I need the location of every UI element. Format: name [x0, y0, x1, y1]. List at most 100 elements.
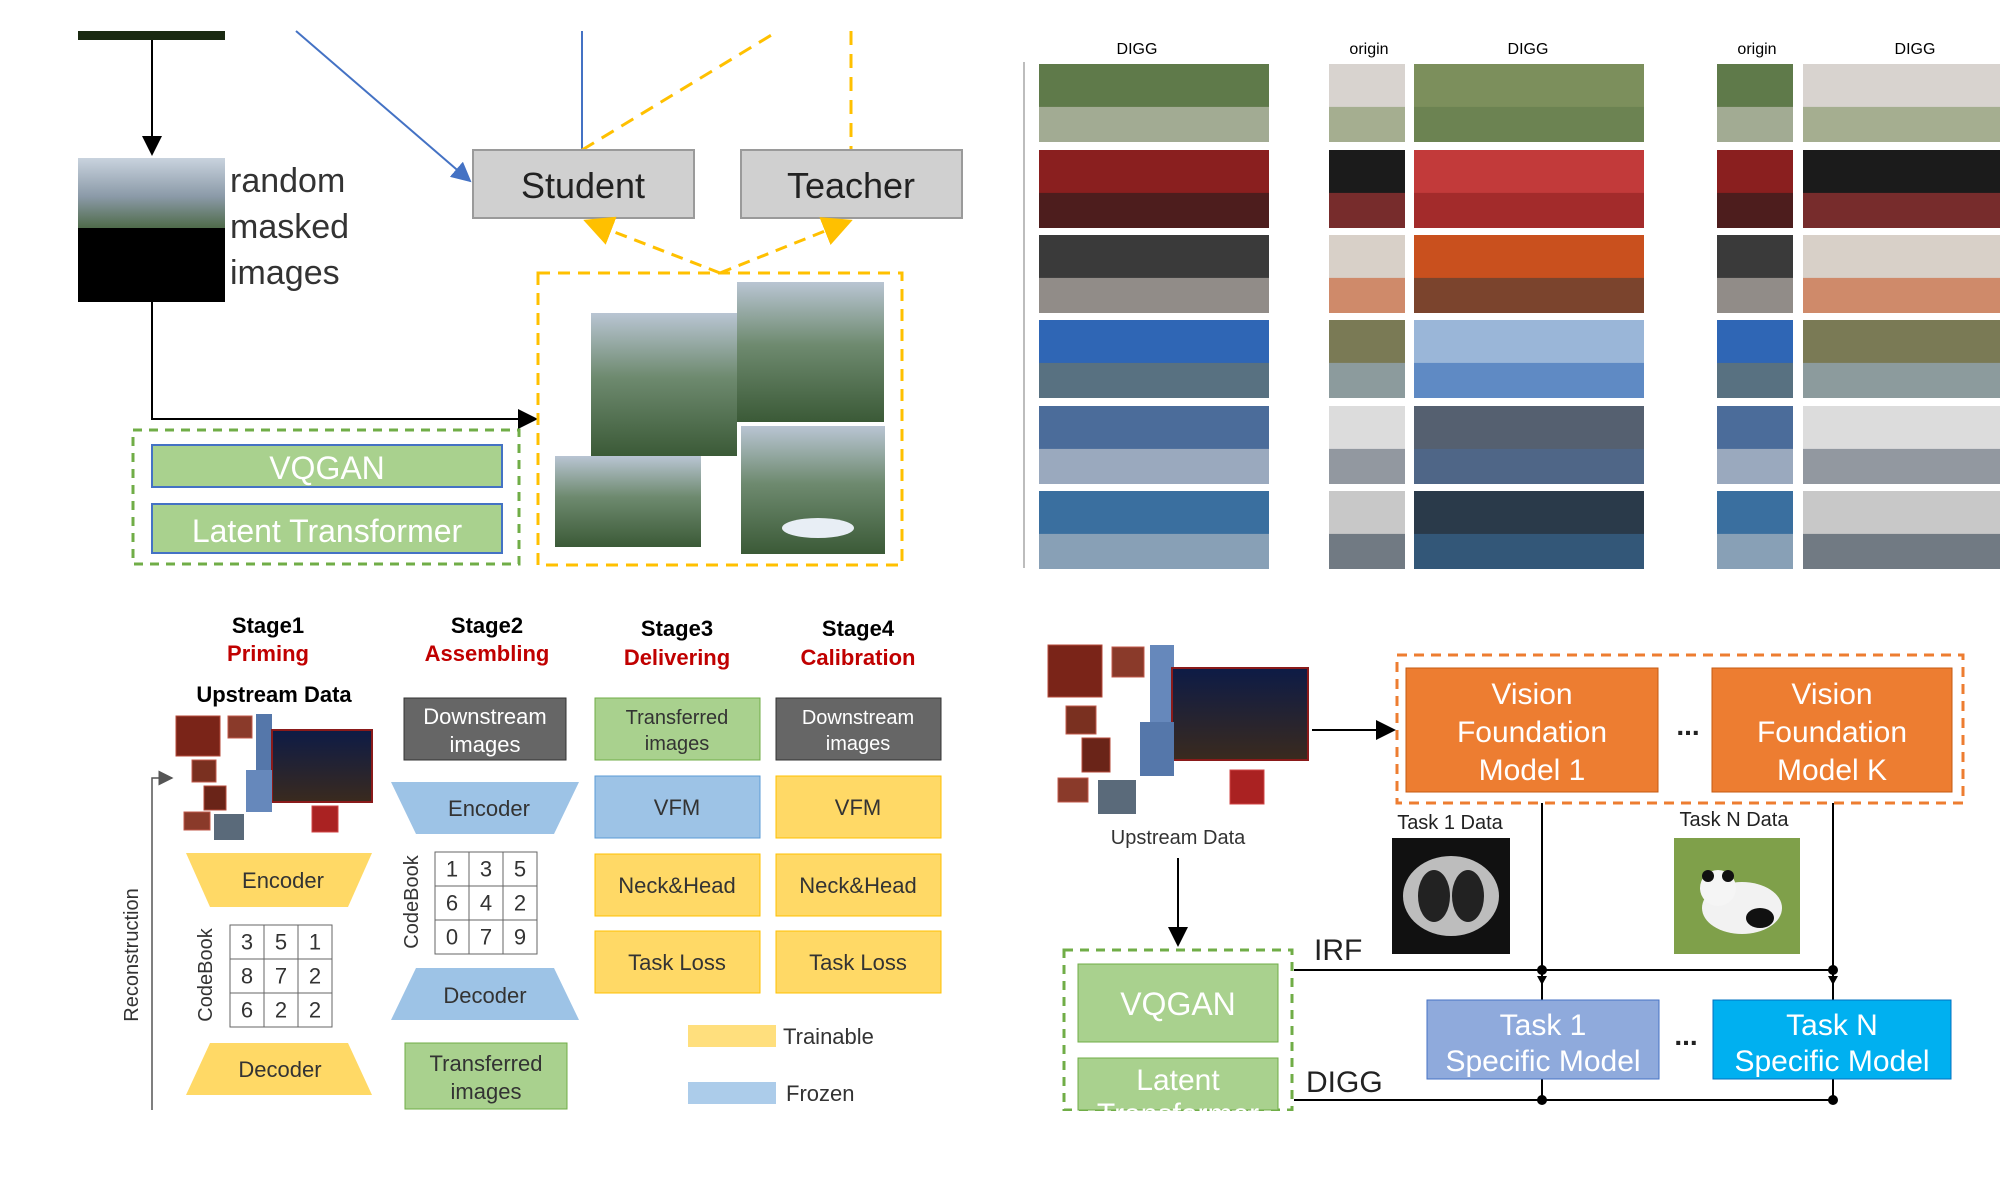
- stage1-upstream-label: Upstream Data: [196, 682, 352, 707]
- panel-d-vqgan-box: [1077, 963, 1279, 1043]
- panel-d-latent-box: [1077, 1057, 1279, 1111]
- generated-images-collage: [555, 282, 885, 554]
- stage3-name: Delivering: [624, 645, 730, 670]
- stage1-codebook-code: 7: [275, 963, 287, 988]
- thumbnail-detail: [1717, 106, 1793, 142]
- stage1-encoder-shape: [186, 853, 372, 907]
- thumbnail-detail: [1803, 533, 2000, 569]
- panel-d-pipeline: Upstream Data Vision Foundation Model 1 …: [1047, 644, 1965, 1141]
- stage2-decoder-shape: [391, 968, 579, 1020]
- thumbnail-detail: [1039, 106, 1269, 142]
- stage1-codebook-code: 6: [241, 997, 253, 1022]
- thumbnail-detail: [1414, 448, 1644, 484]
- stage4-neck-label: Neck&Head: [799, 873, 916, 898]
- stage4-downstream-box: [775, 697, 942, 761]
- latent-transformer-label: Latent Transformer: [192, 513, 463, 549]
- stage2-name: Assembling: [425, 641, 550, 666]
- thumbnail-detail: [1803, 362, 2000, 398]
- vfmk-box: [1711, 667, 1953, 793]
- student-label: Student: [521, 165, 645, 206]
- thumbnail-detail: [1039, 362, 1269, 398]
- col2-digg-header: DIGG: [1508, 41, 1549, 58]
- thumbnail-detail: [1717, 448, 1793, 484]
- irf-arrow-1: [1537, 976, 1547, 985]
- col2-origin-header: origin: [1349, 41, 1388, 58]
- digg-node-1: [1537, 1095, 1547, 1105]
- masked-label-line2: masked: [230, 208, 349, 246]
- thumbnail-detail: [1414, 277, 1644, 313]
- vfmk-line1: Vision: [1791, 678, 1872, 711]
- stage2-encoder-shape: [391, 782, 579, 834]
- thumbnail-detail: [1717, 533, 1793, 569]
- stage2-codebook-code: 0: [446, 924, 458, 949]
- panel-c-stages: Stage1 Priming Stage2 Assembling Stage3 …: [121, 613, 942, 1110]
- taskn-model-box: [1712, 999, 1952, 1080]
- thumbnail-detail: [1414, 192, 1644, 228]
- thumbnail-detail: [1039, 533, 1269, 569]
- panel-d-latent-line1: Latent: [1136, 1064, 1220, 1097]
- col3-origin-header: origin: [1737, 41, 1776, 58]
- stage1-title: Stage1: [232, 613, 304, 638]
- stage3-loss-label: Task Loss: [628, 950, 726, 975]
- stage1-codebook-label: CodeBook: [195, 927, 217, 1021]
- vfm1-line2: Foundation: [1457, 716, 1607, 749]
- thumbnail-detail: [1803, 277, 2000, 313]
- task1-model-line1: Task 1: [1500, 1009, 1587, 1042]
- taskn-model-line2: Specific Model: [1734, 1045, 1929, 1078]
- stage2-transferred-line2: images: [451, 1079, 522, 1104]
- stage4-downstream-line2: images: [826, 733, 890, 755]
- stage1-codebook-code: 1: [309, 929, 321, 954]
- vfmk-line3: Model K: [1777, 754, 1887, 787]
- reconstruction-arrow: [151, 770, 174, 1110]
- stage1-codebook-code: 2: [309, 997, 321, 1022]
- panel-a-distillation: random masked images Student Teacher VQG…: [78, 29, 963, 567]
- stage4-vfm-label: VFM: [835, 795, 881, 820]
- irf-node-1: [1537, 965, 1547, 975]
- stage1-codebook-code: 5: [275, 929, 287, 954]
- thumbnail-detail: [1414, 362, 1644, 398]
- vfm1-line1: Vision: [1491, 678, 1572, 711]
- legend-trainable-swatch: [688, 1025, 776, 1047]
- stage2-codebook-code: 9: [514, 924, 526, 949]
- thumbnail-detail: [1039, 277, 1269, 313]
- stage3-vfm-label: VFM: [654, 795, 700, 820]
- task1-model-box: [1426, 999, 1660, 1080]
- thumbnail-detail: [1329, 362, 1405, 398]
- stage2-codebook-code: 3: [480, 856, 492, 881]
- stage1-codebook-cell: [297, 924, 333, 960]
- thumbnail-detail: [1329, 448, 1405, 484]
- stage2-downstream-line2: images: [450, 732, 521, 757]
- stage1-decoder-label: Decoder: [238, 1057, 321, 1082]
- panel-d-crop-mask: [1050, 1111, 1310, 1141]
- line-yellow-diagonal: [581, 29, 779, 152]
- stage1-codebook-code: 8: [241, 963, 253, 988]
- thumbnail-detail: [1717, 277, 1793, 313]
- stage2-codebook-cell: [502, 919, 538, 955]
- masked-label-line1: random: [230, 162, 345, 200]
- generator-box: [131, 428, 521, 566]
- legend-frozen-label: Frozen: [786, 1081, 854, 1106]
- stage3-neck-label: Neck&Head: [618, 873, 735, 898]
- stage2-downstream-box: [403, 697, 567, 761]
- vqgan-label: VQGAN: [269, 450, 385, 486]
- stage4-neck-box: [775, 853, 942, 917]
- stage2-codebook-cell: [502, 851, 538, 887]
- stage1-decoder-shape: [186, 1043, 372, 1095]
- stage1-codebook-code: 2: [309, 963, 321, 988]
- arrow-blue-to-student: [295, 30, 472, 183]
- stage2-decoder-label: Decoder: [443, 983, 526, 1008]
- student-box: [472, 149, 695, 219]
- latent-transformer-box: [151, 503, 503, 554]
- thumbnail-grid: [1039, 64, 2000, 569]
- stage2-encoder-label: Encoder: [448, 796, 530, 821]
- stage2-codebook-code: 7: [480, 924, 492, 949]
- stage3-transferred-box: [594, 697, 761, 761]
- digg-label: DIGG: [1306, 1066, 1383, 1099]
- thumbnail-detail: [1803, 448, 2000, 484]
- legend-frozen-swatch: [688, 1082, 776, 1104]
- digg-node-k: [1828, 1095, 1838, 1105]
- panel-d-upstream-collage: [1047, 644, 1309, 814]
- stage4-title: Stage4: [822, 616, 895, 641]
